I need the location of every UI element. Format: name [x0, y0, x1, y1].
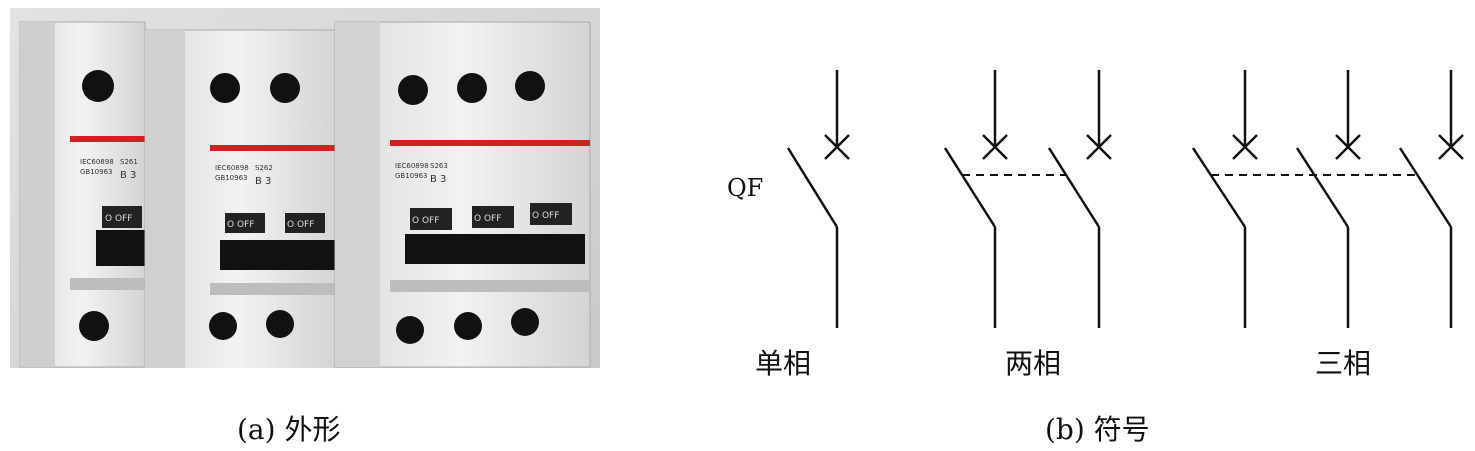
caption-symbol: (b) 符号 [1045, 413, 1150, 446]
svg-text:S263: S263 [430, 162, 448, 170]
breaker-photo: IEC60898 GB10963 S261 B 3 O OFF IEC60898… [10, 8, 600, 371]
svg-text:GB10963: GB10963 [395, 172, 428, 180]
symbol-two-phase [943, 70, 1112, 328]
breaker-1p: IEC60898 GB10963 S261 B 3 O OFF [19, 21, 148, 368]
breaker-2p: IEC60898 GB10963 S262 B 3 O OFF O OFF [144, 29, 336, 371]
breaker-symbols [786, 70, 1464, 328]
svg-text:S262: S262 [255, 164, 273, 172]
svg-text:IEC60898: IEC60898 [215, 164, 249, 172]
svg-text:O OFF: O OFF [412, 216, 439, 226]
svg-text:IEC60898: IEC60898 [80, 158, 114, 166]
svg-text:GB10963: GB10963 [80, 168, 113, 176]
caption-appearance: (a) 外形 [237, 413, 341, 446]
symbol-single-phase [786, 70, 850, 328]
breaker-3p: IEC60898 GB10963 S263 B 3 O OFF O OFF O … [334, 21, 591, 368]
svg-text:B 3: B 3 [430, 174, 446, 185]
svg-text:GB10963: GB10963 [215, 174, 248, 182]
svg-text:IEC60898: IEC60898 [395, 162, 429, 170]
svg-text:O OFF: O OFF [105, 214, 132, 224]
designator-label: QF [727, 174, 764, 202]
svg-text:B 3: B 3 [120, 170, 136, 181]
breaker-photo-drawing: IEC60898 GB10963 S261 B 3 O OFF IEC60898… [10, 8, 600, 371]
svg-text:O OFF: O OFF [227, 220, 254, 230]
three-phase-label: 三相 [1315, 347, 1372, 380]
symbol-three-phase [1191, 70, 1464, 328]
svg-text:S261: S261 [120, 158, 138, 166]
svg-text:O OFF: O OFF [474, 214, 501, 224]
svg-text:O OFF: O OFF [287, 220, 314, 230]
svg-text:B 3: B 3 [255, 176, 271, 187]
svg-text:O OFF: O OFF [532, 211, 559, 221]
two-phase-label: 两相 [1005, 347, 1062, 380]
single-phase-label: 单相 [755, 347, 812, 380]
